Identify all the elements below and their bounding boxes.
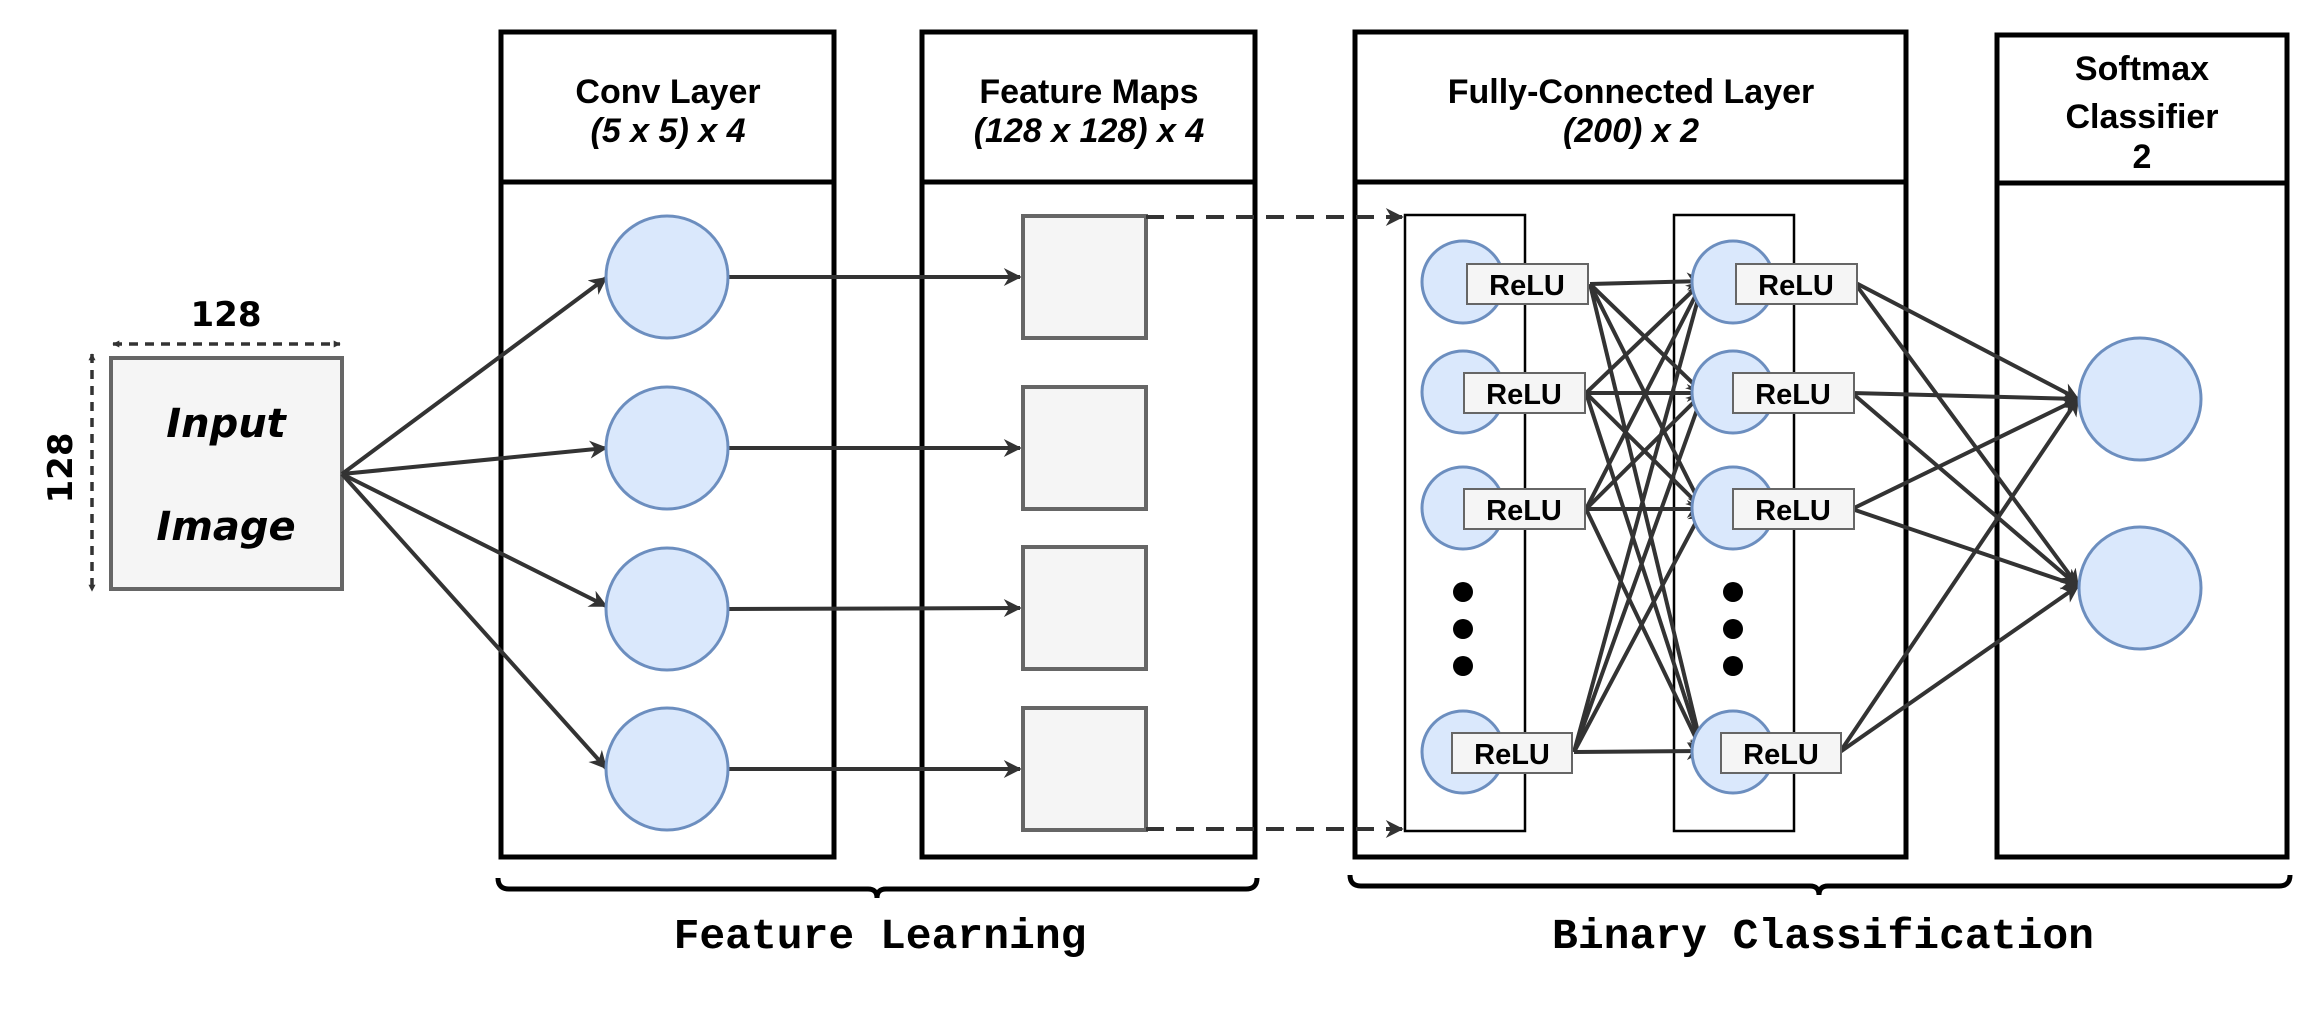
softmax-title-line3: 2 xyxy=(2133,138,2152,176)
softmax-node xyxy=(2077,525,2203,651)
conv-to-feature-connections xyxy=(727,268,1022,778)
relu-box xyxy=(1735,263,1858,305)
relu-box xyxy=(1732,488,1855,530)
input-width-label: 128 xyxy=(191,295,262,335)
conv-node xyxy=(604,546,730,672)
relu-box xyxy=(1463,372,1586,414)
fc-layer-1-nodes: ReLU ReLU ReLU ReLU xyxy=(1420,239,1589,795)
feature-map xyxy=(1021,706,1148,832)
conv-node xyxy=(604,214,730,340)
fc-layer-2-nodes: ReLU ReLU ReLU ReLU xyxy=(1690,239,1858,795)
relu-box xyxy=(1720,732,1842,774)
ellipsis-icon xyxy=(1723,582,1743,676)
fc-layer-title: Fully-Connected Layer xyxy=(1448,73,1815,111)
relu-label: ReLU xyxy=(1758,270,1834,302)
input-image-label-line2: Image xyxy=(156,504,295,550)
conv-node xyxy=(604,706,730,832)
conv-layer-subtitle: (5 x 5) x 4 xyxy=(591,112,746,150)
feature-learning-label: Feature Learning xyxy=(674,912,1087,961)
feature-map xyxy=(1021,214,1148,340)
input-image-label-line1: Input xyxy=(166,401,287,447)
relu-box xyxy=(1463,488,1586,530)
relu-label: ReLU xyxy=(1486,379,1562,411)
relu-box xyxy=(1732,372,1855,414)
conv-nodes xyxy=(604,214,730,832)
feature-map xyxy=(1021,385,1148,511)
feature-maps-subtitle: (128 x 128) x 4 xyxy=(974,112,1205,150)
input-to-conv-connections xyxy=(340,276,608,770)
fc-connections xyxy=(1572,272,1708,761)
fc-to-softmax-connections xyxy=(1838,280,2080,754)
feature-maps-title: Feature Maps xyxy=(979,73,1198,111)
softmax-panel xyxy=(1994,32,2290,860)
flatten-connections xyxy=(1146,208,1404,838)
binary-classification-label: Binary Classification xyxy=(1552,912,2094,961)
fc-layer-subtitle: (200) x 2 xyxy=(1563,112,1699,150)
binary-classification-brace xyxy=(1347,874,2293,896)
relu-box xyxy=(1466,263,1589,305)
relu-label: ReLU xyxy=(1486,495,1562,527)
softmax-title-line2: Classifier xyxy=(2065,98,2218,136)
ellipsis-icon xyxy=(1453,582,1473,676)
softmax-title-line1: Softmax xyxy=(2075,50,2209,88)
input-image: Input Image xyxy=(109,356,344,591)
softmax-nodes xyxy=(2077,336,2203,651)
relu-box xyxy=(1451,732,1573,774)
input-height-label: 128 xyxy=(41,433,81,504)
relu-label: ReLU xyxy=(1743,739,1819,771)
conv-layer-title: Conv Layer xyxy=(575,73,760,111)
conv-node xyxy=(604,385,730,511)
feature-learning-brace xyxy=(495,877,1260,899)
relu-label: ReLU xyxy=(1489,270,1565,302)
relu-label: ReLU xyxy=(1755,379,1831,411)
relu-label: ReLU xyxy=(1755,495,1831,527)
relu-label: ReLU xyxy=(1474,739,1550,771)
feature-map xyxy=(1021,545,1148,671)
feature-map-boxes xyxy=(1021,214,1148,832)
softmax-node xyxy=(2077,336,2203,462)
